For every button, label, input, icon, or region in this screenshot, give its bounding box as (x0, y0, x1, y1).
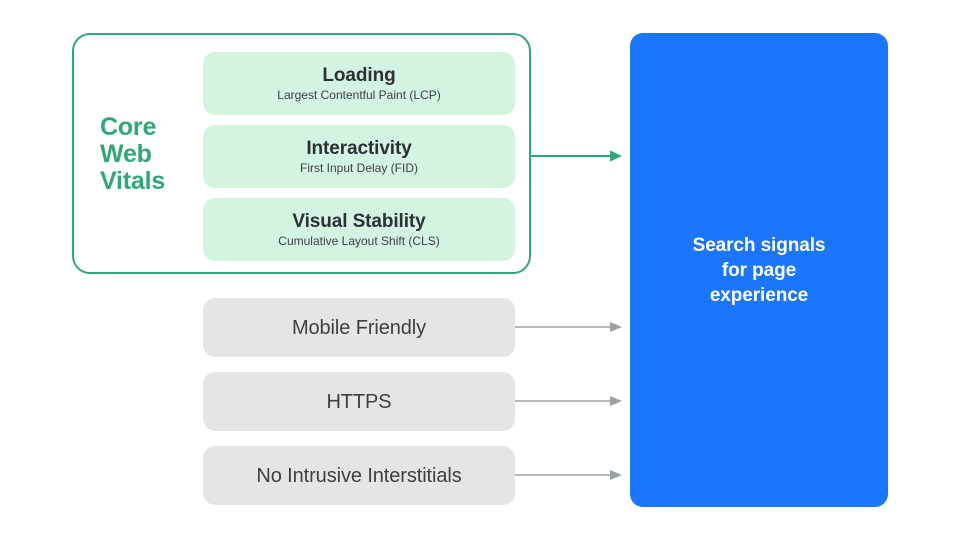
signal-title: No Intrusive Interstitials (256, 464, 462, 487)
search-signals-line1: Search signals (692, 234, 826, 256)
signal-title: HTTPS (326, 390, 392, 413)
metric-card-interactivity[interactable]: Interactivity First Input Delay (FID) (203, 125, 515, 188)
core-web-vitals-label-line3: Vitals (100, 167, 166, 195)
metric-title: Visual Stability (292, 210, 426, 232)
search-signals-line3: experience (709, 284, 809, 306)
core-web-vitals-label-line1: Core (100, 113, 157, 141)
metric-subtitle: Largest Contentful Paint (LCP) (277, 87, 441, 102)
metric-card-loading[interactable]: Loading Largest Contentful Paint (LCP) (203, 52, 515, 115)
arrow-green-core-web-vitals-icon (529, 150, 622, 162)
signal-card-https[interactable]: HTTPS (203, 372, 515, 431)
arrow-gray-https-icon (515, 396, 622, 406)
metric-title: Loading (322, 64, 396, 86)
search-signals-panel-text: Search signals for page experience (693, 233, 826, 308)
signal-card-no-intrusive-interstitials[interactable]: No Intrusive Interstitials (203, 446, 515, 505)
metric-subtitle: First Input Delay (FID) (299, 160, 419, 175)
core-web-vitals-group (72, 33, 531, 274)
core-web-vitals-label-line2: Web (100, 140, 152, 168)
metric-title: Interactivity (306, 137, 412, 159)
search-signals-panel: Search signals for page experience (630, 33, 888, 507)
arrow-gray-mobile-friendly-icon (515, 322, 622, 332)
search-signals-line2: for page (721, 259, 797, 281)
signal-card-mobile-friendly[interactable]: Mobile Friendly (203, 298, 515, 357)
signal-title: Mobile Friendly (291, 316, 427, 339)
metric-subtitle: Cumulative Layout Shift (CLS) (278, 233, 440, 248)
arrow-gray-no-intrusive-interstitials-icon (515, 470, 622, 480)
metric-card-visual-stability[interactable]: Visual Stability Cumulative Layout Shift… (203, 198, 515, 261)
core-web-vitals-label: Core Web Vitals (100, 114, 190, 195)
